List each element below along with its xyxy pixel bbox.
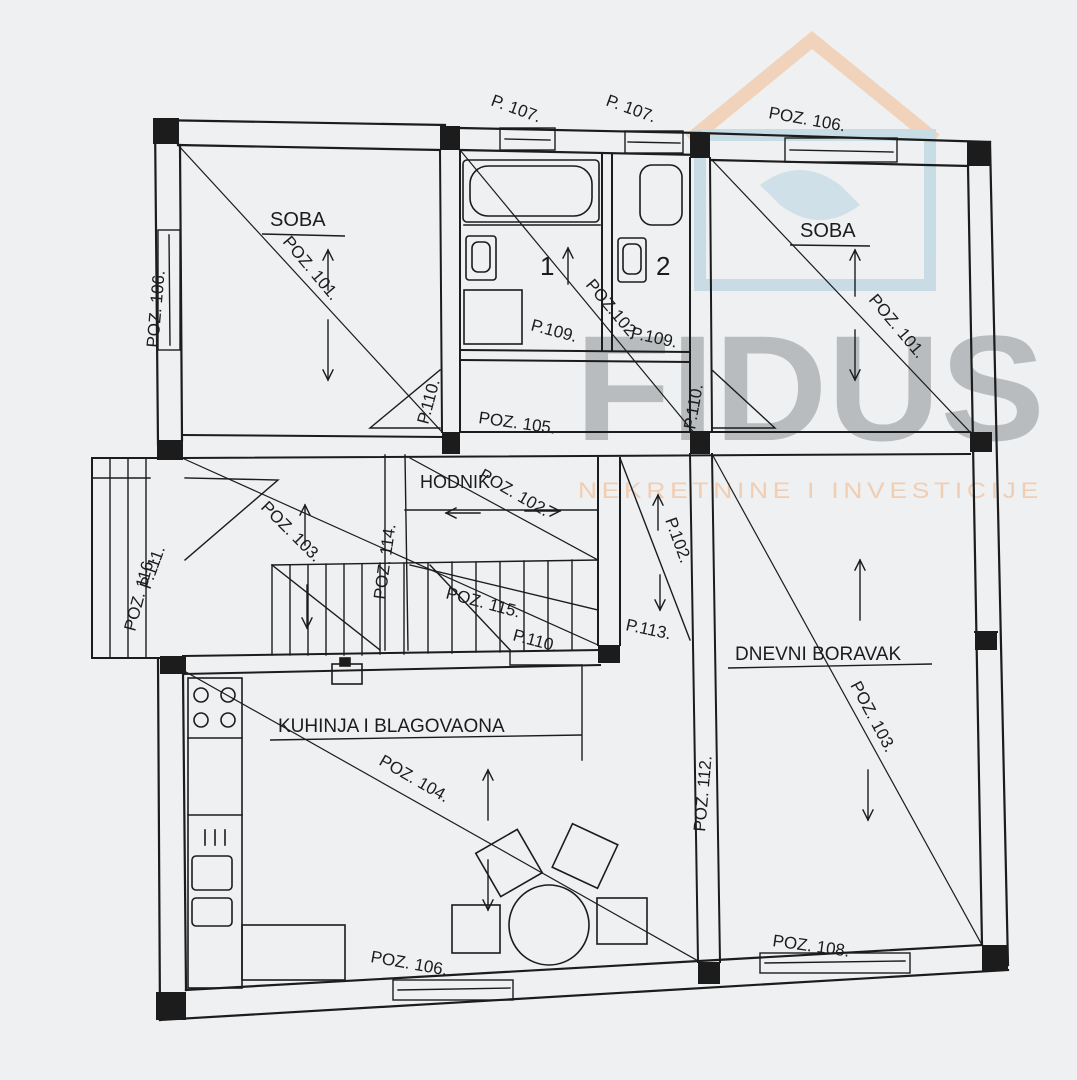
direction-arrows	[299, 246, 874, 912]
dining-table	[451, 822, 648, 966]
interior-walls	[91, 148, 998, 964]
room-label-bath-1: 1	[540, 251, 554, 281]
room-label-dnevni: DNEVNI BORAVAK	[735, 644, 901, 665]
watermark-tagline: NEKRETNINE I INVESTICIJE	[578, 478, 1043, 503]
outer-walls	[153, 118, 1010, 1022]
label-p112: POZ. 112.	[690, 755, 716, 833]
label-p101-left: POZ. 101.	[279, 232, 343, 304]
room-label-hodnik: HODNIK	[420, 472, 490, 492]
bathroom-1-fixtures	[462, 159, 601, 345]
staircase	[91, 454, 599, 659]
label-p113: P.113.	[624, 615, 673, 643]
room-labels: SOBA SOBA HODNIK DNEVNI BORAVAK KUHINJA …	[261, 209, 933, 741]
room-label-soba-right: SOBA	[800, 220, 856, 242]
label-p102-hall: POZ. 102.	[476, 465, 553, 520]
label-p109-a: P.109.	[529, 316, 579, 347]
label-p103-right: POZ. 103.	[846, 678, 899, 755]
label-p102-small: P.102.	[661, 515, 695, 566]
label-p105: POZ. 105.	[477, 408, 556, 438]
label-p106-bottom: POZ. 106.	[369, 947, 449, 979]
label-p104: POZ. 104.	[376, 751, 453, 806]
watermark-brand: FIDUS	[575, 304, 1045, 472]
door-swings	[184, 369, 777, 761]
room-label-bath-2: 2	[656, 251, 670, 281]
room-diagonals	[177, 144, 983, 963]
label-p107-a: P. 107.	[489, 91, 544, 127]
label-p106-left: POZ. 106.	[143, 270, 169, 349]
kitchen-fixtures	[187, 657, 363, 989]
label-p114: POZ. 114.	[370, 522, 399, 600]
columns	[153, 118, 1008, 1020]
room-label-kuhinja: KUHINJA I BLAGOVAONA	[278, 716, 505, 737]
label-p110-a: P.110.	[414, 377, 444, 426]
label-p107-b: P. 107.	[604, 91, 659, 127]
windows	[157, 127, 911, 1001]
bathroom-2-fixtures	[617, 164, 683, 283]
room-label-soba-left: SOBA	[270, 209, 326, 231]
watermark-logo	[685, 30, 940, 291]
label-p116: POZ. 116.	[121, 554, 159, 633]
